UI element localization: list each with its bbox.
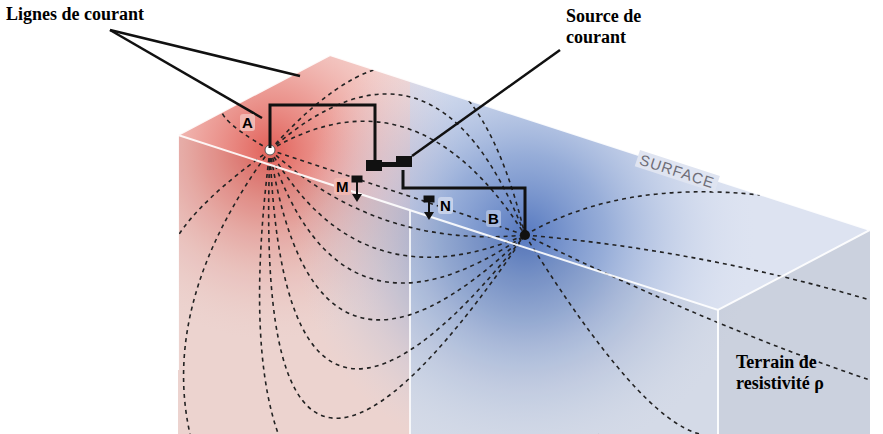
electrode-label: A [240,114,255,131]
leader-label: Lignes de courant [6,4,144,25]
electrode-label: N [438,197,453,214]
electrode-label: M [334,178,351,195]
medium-label: Terrain de resistivité ρ [736,352,864,393]
electrode-label: B [486,210,501,227]
leader-label: Source de courant [566,6,676,47]
